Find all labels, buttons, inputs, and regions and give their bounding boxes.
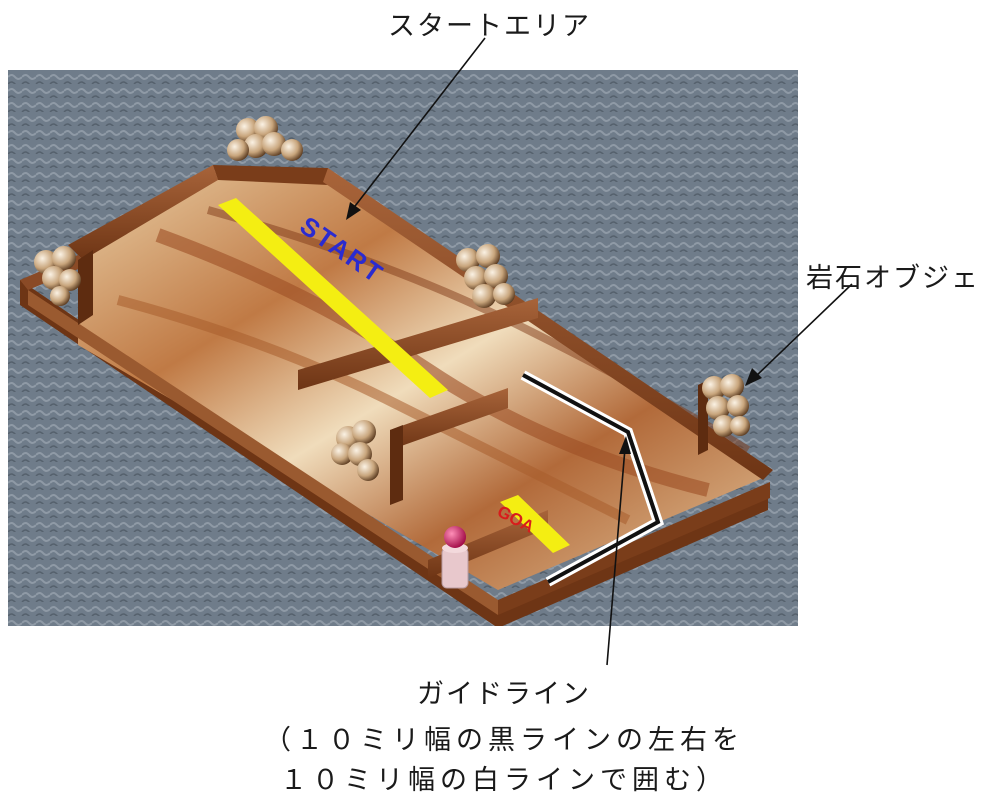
callout-guide-line-note-2: １０ミリ幅の白ラインで囲む） — [280, 765, 728, 796]
wall-back-right — [323, 168, 773, 480]
goal-line — [500, 495, 570, 553]
peg-head — [444, 526, 466, 548]
board-render: START GOA — [8, 70, 798, 626]
board-render-svg: START GOA — [8, 70, 798, 626]
callout-start-area: スタートエリア — [388, 11, 591, 42]
callout-guide-line-note-1: （１０ミリ幅の黒ラインの左右を — [264, 725, 744, 756]
wall-back-top — [213, 165, 328, 185]
rock-cluster-left — [34, 246, 81, 306]
rock-cluster-center — [456, 244, 515, 308]
wall-left-inner — [78, 250, 93, 325]
callout-guide-line-title: ガイドライン — [417, 679, 591, 710]
partition-2 — [390, 388, 508, 450]
callout-rock-object: 岩石オブジェ — [806, 263, 980, 294]
partition-4 — [698, 380, 708, 455]
start-line — [218, 198, 448, 398]
peg-body — [441, 547, 469, 589]
floor-grain — [116, 295, 631, 525]
guide-line-black — [522, 373, 661, 584]
partition-2-post — [390, 425, 403, 505]
rock-cluster-middle — [331, 420, 379, 481]
wall-back-left — [68, 165, 218, 260]
wall-front — [28, 290, 498, 615]
rock-cluster-top — [227, 116, 303, 161]
rock-cluster-right — [702, 374, 750, 437]
partition-1 — [298, 298, 538, 390]
wall-front-right — [498, 482, 770, 615]
board-base-front — [20, 280, 768, 626]
